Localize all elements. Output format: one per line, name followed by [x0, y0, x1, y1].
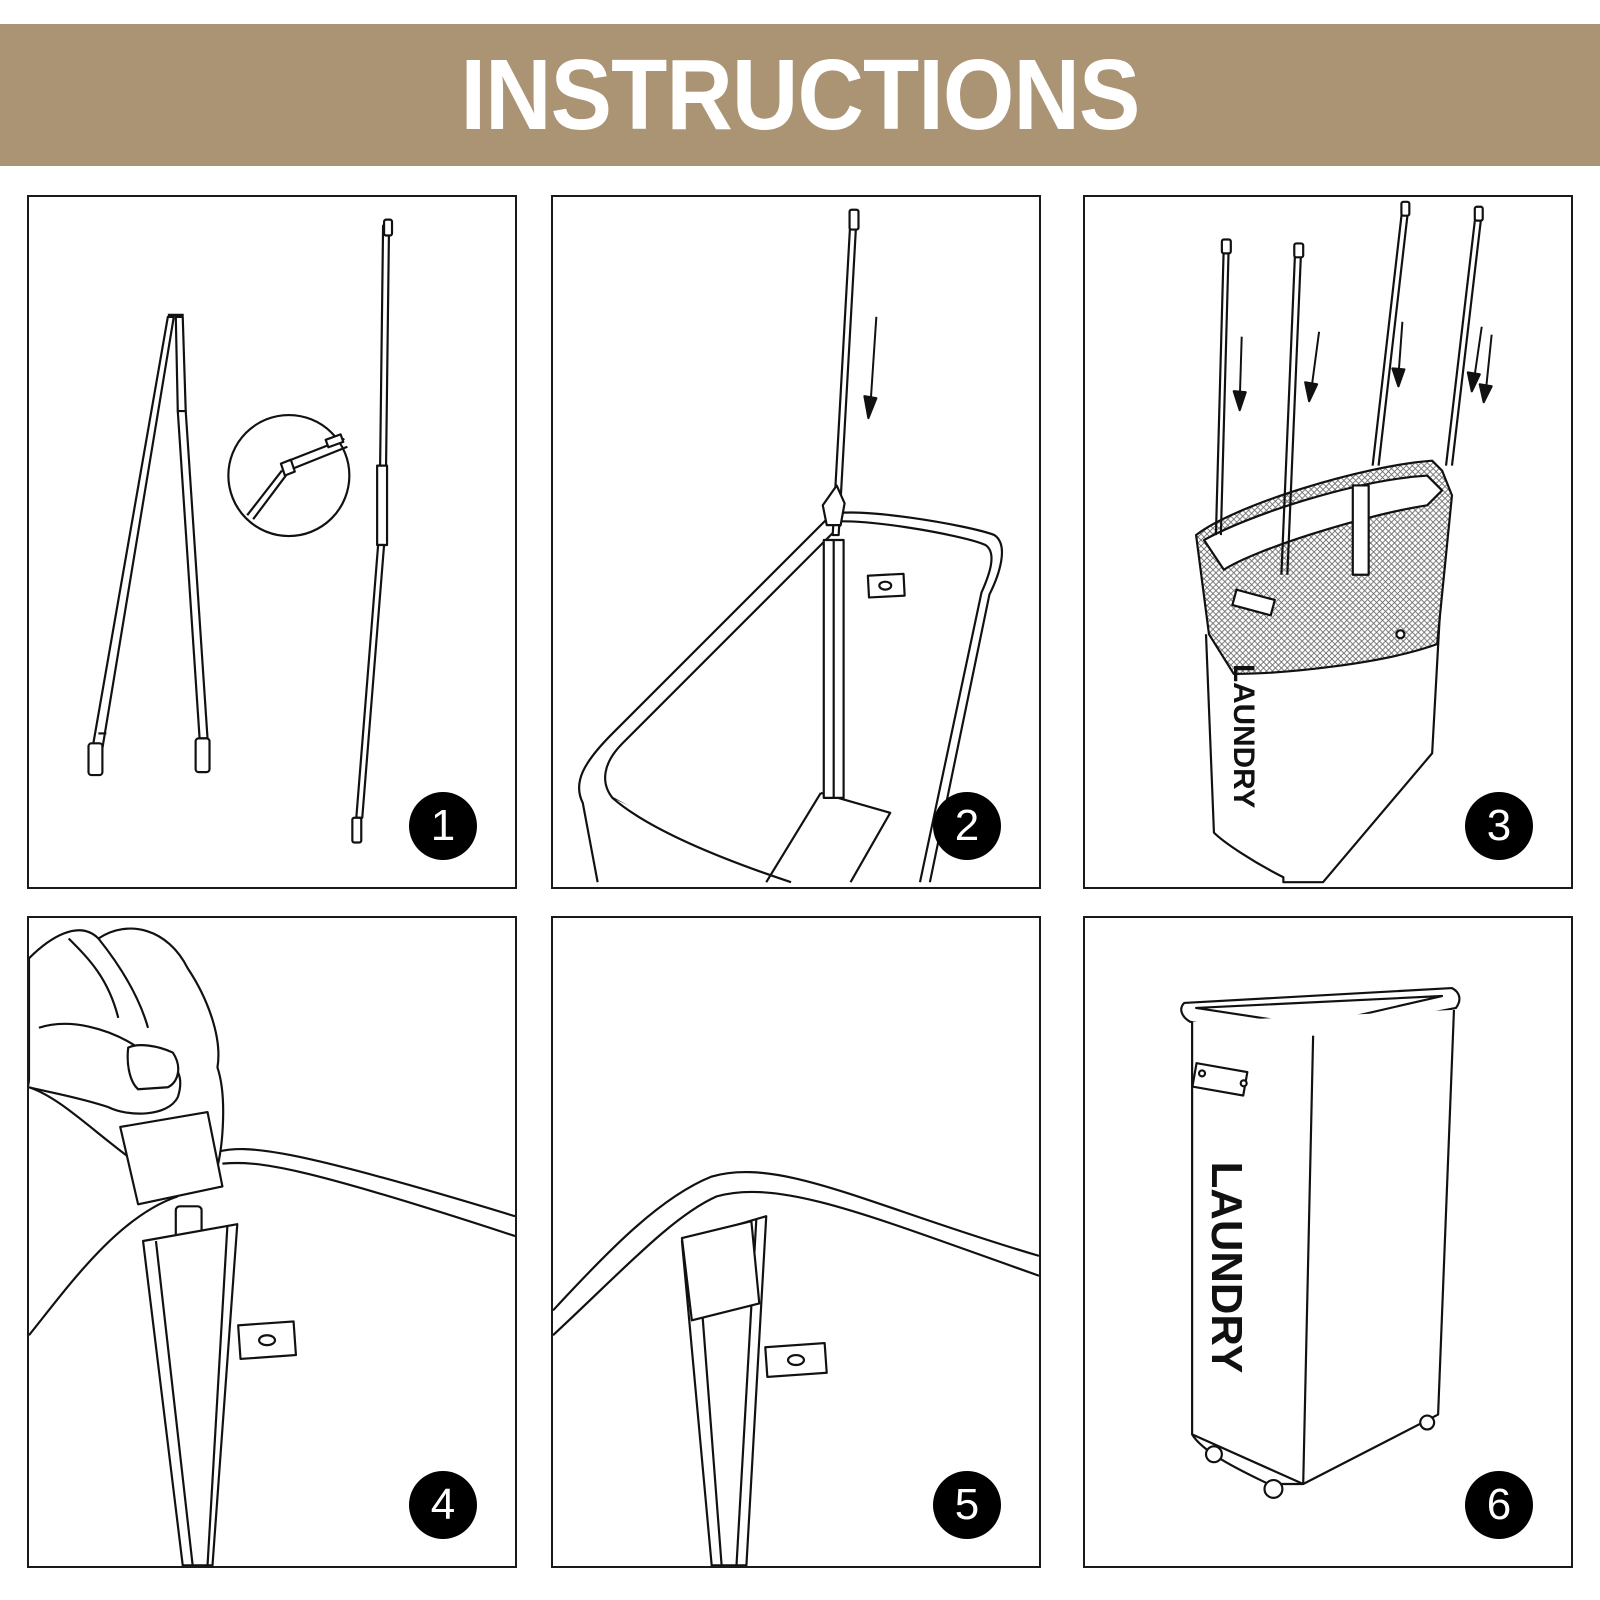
step-4-illustration — [29, 927, 515, 1566]
step-6-number-badge: 6 — [1465, 1471, 1533, 1539]
step-3-laundry-label: LAUNDRY — [1227, 664, 1260, 808]
step-4-panel: 4 — [27, 916, 517, 1568]
banner-title: INSTRUCTIONS — [460, 39, 1141, 151]
step-5-illustration — [553, 1170, 1039, 1566]
step-4-number-badge: 4 — [409, 1471, 477, 1539]
step-1-number-badge: 1 — [409, 792, 477, 860]
step-3-number-badge: 3 — [1465, 792, 1533, 860]
step-1-panel: 1 — [27, 195, 517, 889]
step-2-illustration — [578, 208, 1003, 884]
step-2-panel: 2 — [551, 195, 1041, 889]
step-6-laundry-label: LAUNDRY — [1202, 1162, 1251, 1374]
step-5-panel: 5 — [551, 916, 1041, 1568]
step-3-panel: LAUNDRY — [1083, 195, 1573, 889]
instructions-banner: INSTRUCTIONS — [0, 24, 1600, 166]
step-6-illustration: LAUNDRY — [1180, 986, 1461, 1499]
step-2-number-badge: 2 — [933, 792, 1001, 860]
step-1-illustration — [87, 218, 394, 844]
step-5-number-badge: 5 — [933, 1471, 1001, 1539]
step-6-panel: LAUNDRY 6 — [1083, 916, 1573, 1568]
step-3-illustration: LAUNDRY — [1194, 200, 1493, 884]
